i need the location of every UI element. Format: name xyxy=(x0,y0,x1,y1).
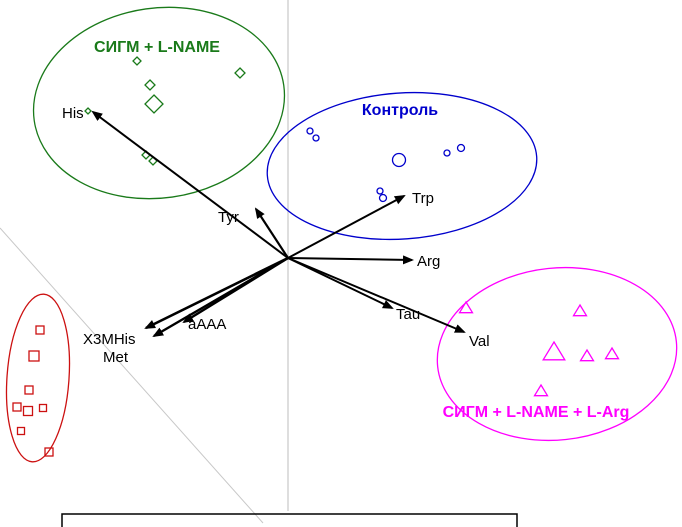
vector-met-arrow xyxy=(152,256,289,338)
sigm-lname-diamond-point xyxy=(132,56,142,66)
cluster-sigm-lname: СИГМ + L-NAME xyxy=(32,6,286,200)
sigm-lname-diamond-point xyxy=(144,79,156,91)
vector-val-arrow xyxy=(287,257,466,333)
red-group-square-point xyxy=(16,426,26,436)
control-ellipse xyxy=(266,91,538,241)
sigm-lname-ellipse xyxy=(32,6,286,200)
vector-label-x3mhis: X3MHis xyxy=(83,331,136,348)
vector-label-his: His xyxy=(62,105,84,122)
sigm-lname-larg-triangle-point xyxy=(533,383,549,397)
red-group-square-point xyxy=(12,402,22,412)
cluster-control: Контроль xyxy=(266,91,538,241)
cluster-red-group xyxy=(5,293,71,463)
vector-label-met: Met xyxy=(103,349,129,366)
sigm-lname-larg-triangle-point xyxy=(579,348,595,362)
vector-label-aaaa: aAAA xyxy=(188,316,226,333)
sigm-lname-label: СИГМ + L-NAME xyxy=(94,39,220,56)
vector-label-tyr: Tyr xyxy=(218,209,239,226)
control-circle-point xyxy=(443,149,451,157)
red-group-square-point xyxy=(22,405,34,417)
vector-his-arrow xyxy=(91,110,289,259)
cluster-sigm-lname-larg: СИГМ + L-NAME + L-Arg xyxy=(436,266,678,442)
sigm-lname-diamond-point xyxy=(84,107,92,115)
vector-x3mhis-arrow xyxy=(144,256,289,330)
sigm-lname-larg-triangle-point xyxy=(604,346,620,360)
control-circle-point xyxy=(376,187,384,195)
control-circle-point xyxy=(456,143,466,153)
legend-box-partial xyxy=(61,513,518,527)
red-group-square-point xyxy=(35,325,45,335)
vector-label-trp: Trp xyxy=(412,190,434,207)
red-group-square-point xyxy=(44,447,54,457)
red-group-square-point xyxy=(28,350,40,362)
vector-tyr-arrow xyxy=(254,207,289,259)
control-circle-point xyxy=(391,152,407,168)
control-circle-point xyxy=(312,134,320,142)
sigm-lname-larg-ellipse xyxy=(436,266,678,442)
red-group-square-point xyxy=(24,385,34,395)
vector-arg-arrow xyxy=(287,255,414,265)
sigm-lname-diamond-point xyxy=(144,94,164,114)
control-circle-point xyxy=(378,193,388,203)
red-group-square-point xyxy=(38,403,48,413)
sigm-lname-larg-triangle-point xyxy=(458,300,474,314)
vector-trp-arrow xyxy=(287,195,406,259)
control-label: Контроль xyxy=(362,102,438,119)
control-circle-point xyxy=(306,127,314,135)
vector-label-val: Val xyxy=(469,333,490,350)
red-group-ellipse xyxy=(5,293,71,463)
vector-label-arg: Arg xyxy=(417,253,440,270)
sigm-lname-larg-label: СИГМ + L-NAME + L-Arg xyxy=(443,404,630,421)
sigm-lname-diamond-point xyxy=(234,67,246,79)
sigm-lname-larg-triangle-point xyxy=(542,340,566,361)
diagonal-axis-line xyxy=(0,227,264,524)
sigm-lname-larg-triangle-point xyxy=(572,303,588,317)
